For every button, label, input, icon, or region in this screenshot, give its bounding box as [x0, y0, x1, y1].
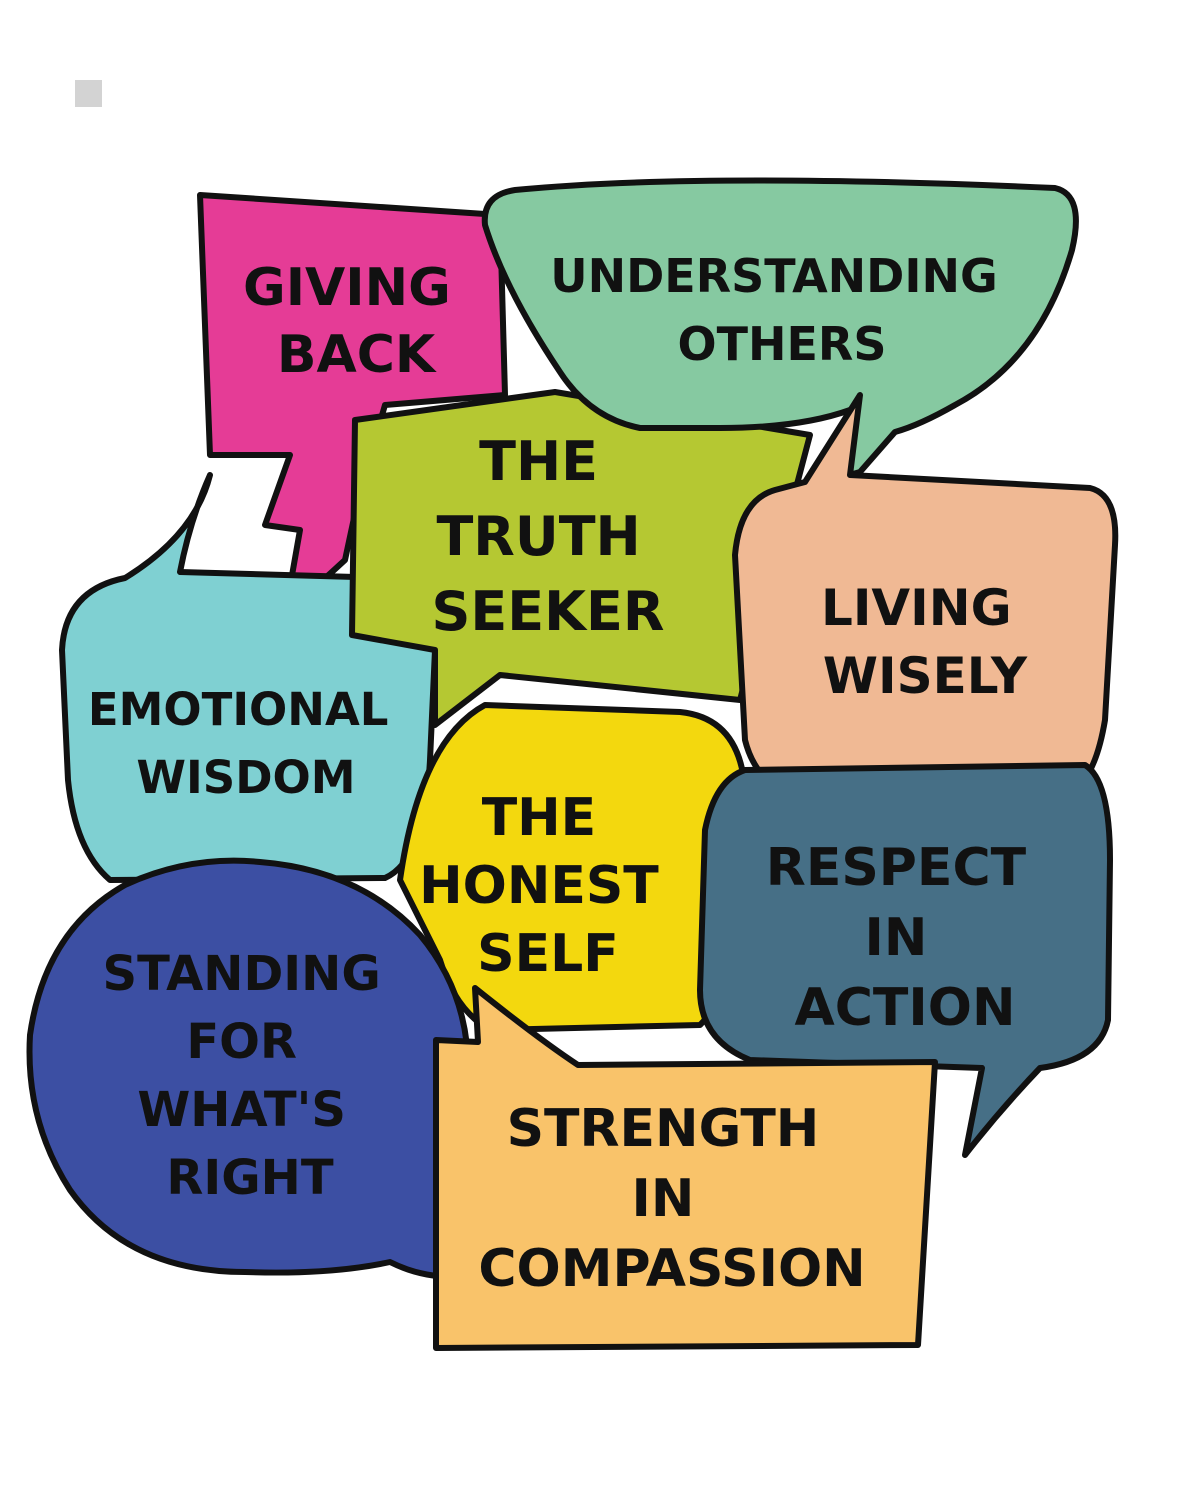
bubble-text-standing-for-whats-right: STANDING FOR WHAT'S RIGHT — [103, 946, 398, 1206]
bubble-text-emotional-wisdom: EMOTIONAL WISDOM — [88, 683, 404, 804]
bubble-text-living-wisely: LIVING WISELY — [821, 579, 1029, 705]
bubble-shape-honest-self — [397, 702, 748, 1033]
bubble-understanding-others: UNDERSTANDING OTHERS — [481, 177, 1079, 485]
bubble-shape-understanding-others — [481, 177, 1079, 485]
bubble-living-wisely: LIVING WISELY — [732, 392, 1119, 798]
bubble-strength-in-compassion: STRENGTH IN COMPASSION — [433, 985, 938, 1351]
gray-square-marker — [75, 80, 102, 107]
bubble-respect-in-action: RESPECT IN ACTION — [697, 762, 1113, 1158]
bubble-text-truth-seeker: THE TRUTH SEEKER — [432, 430, 665, 643]
bubble-standing-for-whats-right: STANDING FOR WHAT'S RIGHT — [26, 857, 478, 1280]
bubble-shape-emotional-wisdom — [59, 472, 438, 883]
bubble-text-respect-in-action: RESPECT IN ACTION — [766, 838, 1044, 1038]
bubble-truth-seeker: THE TRUTH SEEKER — [349, 389, 813, 728]
bubble-shape-respect-in-action — [697, 762, 1113, 1158]
bubble-text-strength-in-compassion: STRENGTH IN COMPASSION — [478, 1099, 865, 1299]
bubble-emotional-wisdom: EMOTIONAL WISDOM — [59, 472, 438, 883]
bubble-text-understanding-others: UNDERSTANDING OTHERS — [550, 249, 1013, 371]
bubble-honest-self: THE HONEST SELF — [397, 702, 748, 1033]
bubble-shape-strength-in-compassion — [433, 985, 938, 1351]
bubble-text-honest-self: THE HONEST SELF — [419, 788, 677, 984]
bubble-text-giving-back: GIVING BACK — [243, 258, 469, 385]
bubble-giving-back: GIVING BACK — [197, 192, 508, 618]
